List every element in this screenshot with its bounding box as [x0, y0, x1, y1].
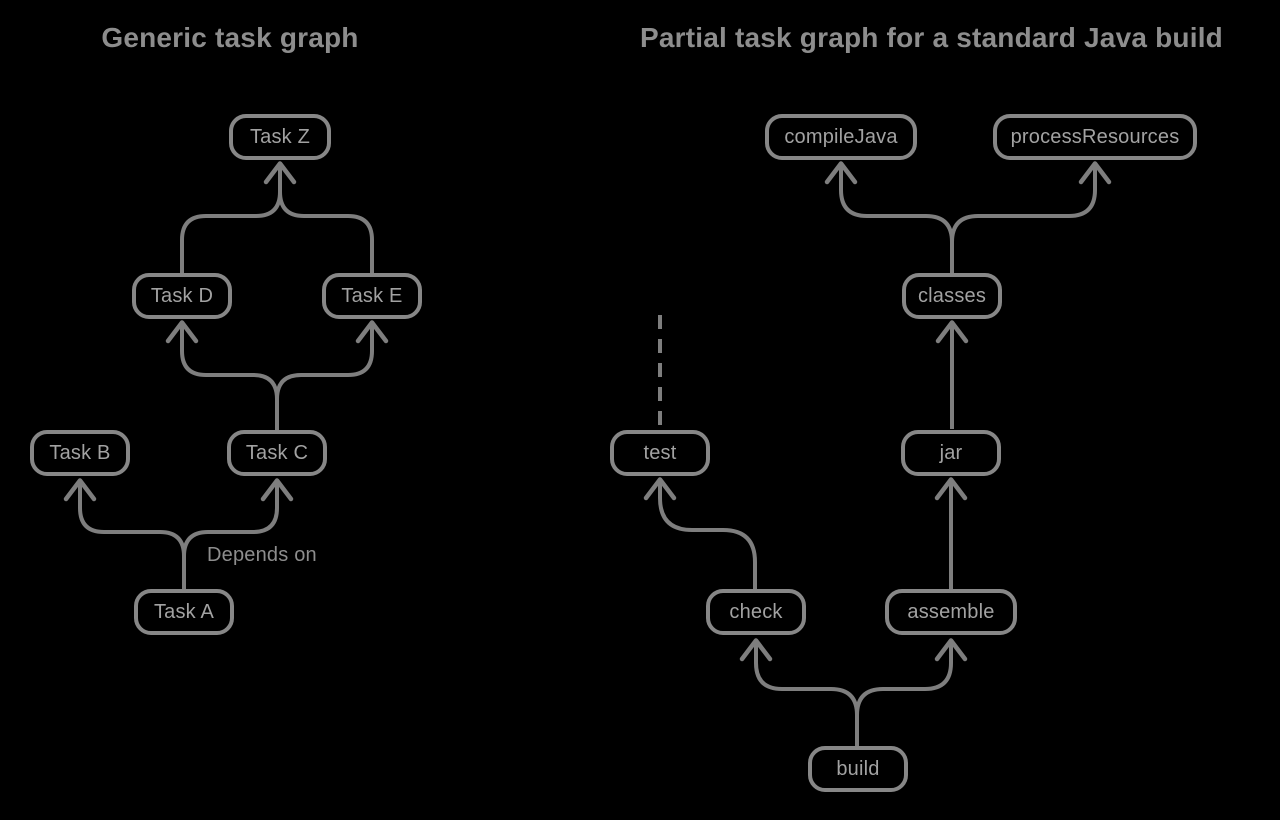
node-task-a: Task A [134, 589, 234, 635]
node-classes: classes [902, 273, 1002, 319]
node-jar: jar [901, 430, 1001, 476]
arrowhead-into-task-c [260, 478, 294, 502]
edge-task-a-to-task-b [78, 481, 186, 589]
edge-classes-to-compilejava [839, 164, 954, 273]
edge-build-to-check [754, 641, 859, 746]
arrowhead-into-task-d [165, 320, 199, 344]
edge-build-to-assemble [855, 641, 953, 746]
edge-task-c-to-task-e [275, 323, 374, 430]
arrowhead-into-task-z [263, 161, 297, 185]
arrowhead-into-check [739, 638, 773, 662]
depends-on-label: Depends on [207, 544, 317, 566]
edge-task-d-to-task-z [180, 191, 282, 273]
node-task-d: Task D [132, 273, 232, 319]
node-task-z: Task Z [229, 114, 331, 160]
node-compilejava: compileJava [765, 114, 917, 160]
right-graph-title: Partial task graph for a standard Java b… [640, 22, 1223, 53]
node-check: check [706, 589, 806, 635]
arrowhead-into-jar [934, 477, 968, 501]
node-test: test [610, 430, 710, 476]
arrowhead-into-test [643, 477, 677, 501]
arrowhead-into-task-b [63, 478, 97, 502]
node-task-e: Task E [322, 273, 422, 319]
arrowhead-into-processresources [1078, 161, 1112, 185]
left-graph-title: Generic task graph [101, 22, 359, 53]
node-build: build [808, 746, 908, 792]
arrowhead-into-classes [935, 320, 969, 344]
node-task-c: Task C [227, 430, 327, 476]
edge-check-to-test [658, 480, 757, 589]
arrowhead-into-compilejava [824, 161, 858, 185]
arrowhead-into-task-e [355, 320, 389, 344]
edge-task-a-to-task-c [182, 481, 279, 589]
edge-task-c-to-task-d [180, 323, 279, 430]
node-assemble: assemble [885, 589, 1017, 635]
edge-classes-to-processresources [950, 164, 1097, 273]
edge-task-e-to-task-z [278, 191, 374, 273]
arrowhead-into-assemble [934, 638, 968, 662]
node-task-b: Task B [30, 430, 130, 476]
node-processresources: processResources [993, 114, 1197, 160]
